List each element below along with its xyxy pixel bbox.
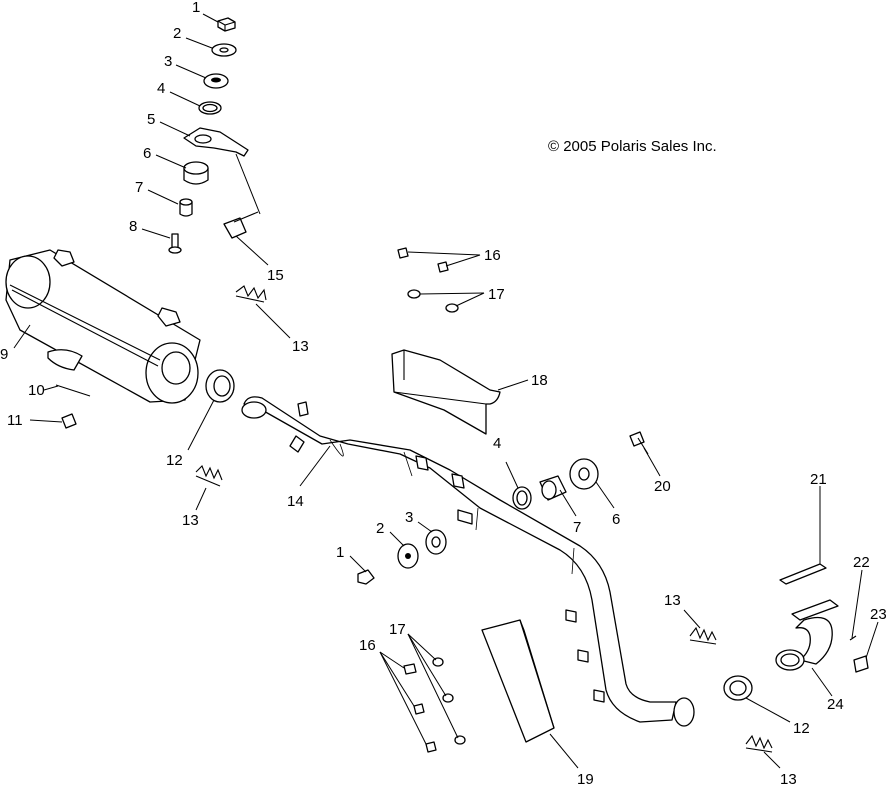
callout-1-top: 1 <box>192 0 200 16</box>
pin-part-10 <box>55 384 91 397</box>
bushing-part-6-top <box>183 161 209 185</box>
callout-9: 9 <box>0 346 8 363</box>
callout-20: 20 <box>654 478 671 495</box>
callout-2-top: 2 <box>173 25 181 42</box>
callout-13-right-upper: 13 <box>664 592 681 609</box>
callout-7-mid: 7 <box>573 519 581 536</box>
callout-15: 15 <box>267 267 284 284</box>
bracket-part-5 <box>183 127 249 157</box>
head-pipe-part-14 <box>241 396 695 727</box>
grommet-part-3-mid <box>417 521 447 555</box>
fasteners-16-17-upper <box>397 247 485 313</box>
callout-22: 22 <box>853 554 870 571</box>
bolt-part-15 <box>223 211 259 239</box>
pin-part-22 <box>849 569 863 641</box>
washer-part-2-top <box>211 43 237 57</box>
leader-lines-top-left <box>141 13 269 266</box>
callout-16-lower: 16 <box>359 637 376 654</box>
washer-part-2-mid <box>389 531 419 569</box>
leader-lines-muffler <box>13 324 63 423</box>
spring-part-13-lower <box>195 465 223 511</box>
spring-part-13-upper <box>235 285 291 339</box>
copyright-notice: © 2005 Polaris Sales Inc. <box>548 138 717 155</box>
heat-shield-part-18 <box>391 349 529 435</box>
callout-7-top: 7 <box>135 179 143 196</box>
ring-part-4-top <box>198 101 222 115</box>
sleeve-part-7-top <box>179 198 193 217</box>
callout-17-upper: 17 <box>488 286 505 303</box>
callout-4-top: 4 <box>157 80 165 97</box>
callout-12-left: 12 <box>166 452 183 469</box>
callout-3-mid: 3 <box>405 509 413 526</box>
callout-14: 14 <box>287 493 304 510</box>
callout-18: 18 <box>531 372 548 389</box>
nut-part-1-top <box>217 17 236 32</box>
callout-16-upper: 16 <box>484 247 501 264</box>
callout-6-top: 6 <box>143 145 151 162</box>
plug-part-23 <box>853 621 879 673</box>
grommet-part-3-top <box>203 73 229 89</box>
spring-part-13-right-lower <box>745 734 781 769</box>
sleeve-part-7-mid <box>539 475 577 517</box>
callout-6-mid: 6 <box>612 511 620 528</box>
outlet-pipe-part-24 <box>775 599 839 697</box>
muffler-part-9 <box>5 249 201 404</box>
callout-10: 10 <box>28 382 45 399</box>
callout-13-left: 13 <box>182 512 199 529</box>
callout-2-mid: 2 <box>376 520 384 537</box>
gasket-part-21 <box>779 486 827 585</box>
callout-19: 19 <box>577 771 594 788</box>
ring-part-4-mid <box>505 461 532 510</box>
callout-12-right: 12 <box>793 720 810 737</box>
callout-5: 5 <box>147 111 155 128</box>
bushing-part-6-mid <box>569 458 615 509</box>
callout-4-mid: 4 <box>493 435 501 452</box>
nut-part-1-mid <box>349 555 375 585</box>
bolt-part-20 <box>629 431 661 477</box>
plug-part-11 <box>61 413 77 429</box>
fasteners-16-17-lower <box>379 633 466 753</box>
callout-3-top: 3 <box>164 53 172 70</box>
callout-24: 24 <box>827 696 844 713</box>
gasket-part-12-left <box>187 369 235 451</box>
callout-13-right-lower: 13 <box>780 771 797 788</box>
heat-shield-part-19 <box>481 619 579 769</box>
callout-8: 8 <box>129 218 137 235</box>
bolt-part-8 <box>168 233 182 254</box>
spring-part-13-right-upper <box>683 609 717 645</box>
callout-17-lower: 17 <box>389 621 406 638</box>
callout-21: 21 <box>810 471 827 488</box>
callout-11: 11 <box>7 412 23 429</box>
callout-1-mid: 1 <box>336 544 344 561</box>
callout-23: 23 <box>870 606 887 623</box>
gasket-part-12-right <box>723 675 791 723</box>
callout-13-upper: 13 <box>292 338 309 355</box>
